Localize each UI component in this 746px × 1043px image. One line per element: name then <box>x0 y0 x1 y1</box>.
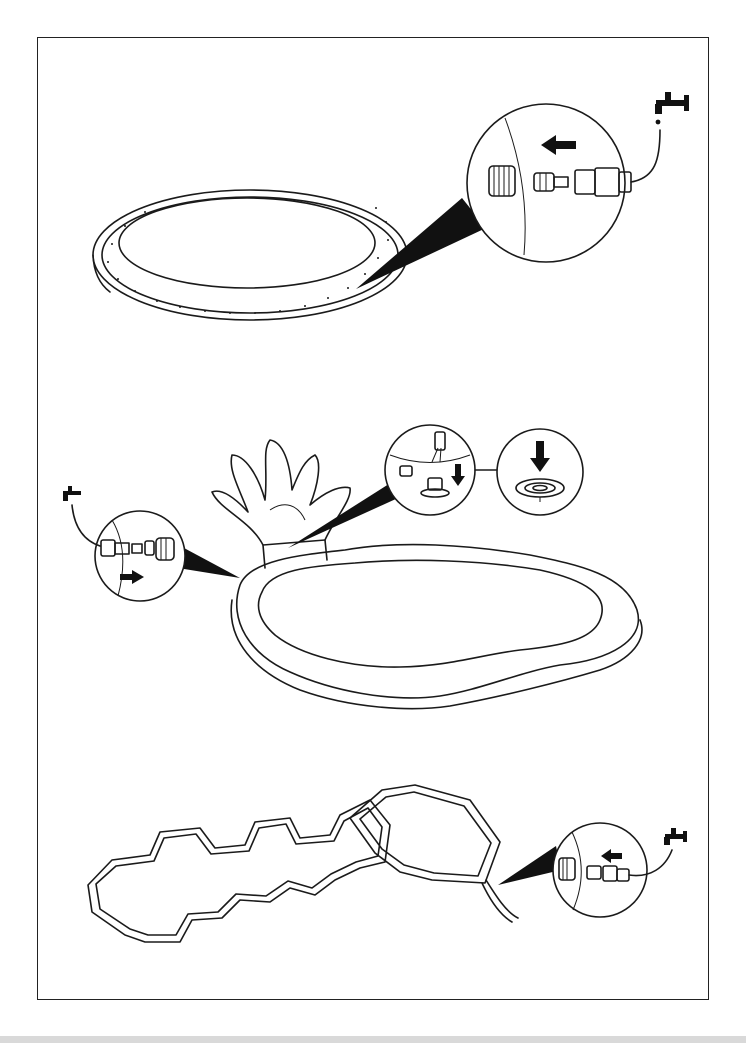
footer-rule <box>0 1036 746 1043</box>
zigzag-sprinkler-hose <box>88 785 687 942</box>
zoom-callout-3 <box>385 425 475 515</box>
oval-sprinkler-mat <box>93 92 689 320</box>
faucet-icon <box>63 486 81 501</box>
tree-sprinkler-pool <box>63 425 642 709</box>
faucet-icon <box>664 828 687 845</box>
faucet-icon <box>655 92 689 124</box>
